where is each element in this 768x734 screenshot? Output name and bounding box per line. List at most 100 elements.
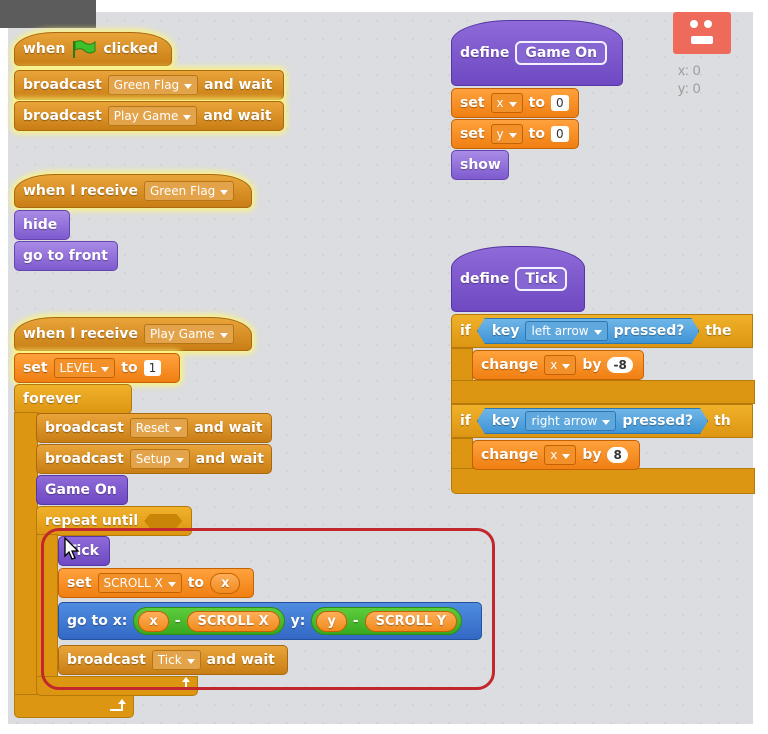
broadcast-and-wait-block[interactable]: broadcast Reset and wait: [36, 413, 272, 443]
forever-block[interactable]: forever: [14, 384, 132, 414]
key-dropdown[interactable]: left arrow: [525, 321, 607, 341]
message-dropdown[interactable]: Green Flag: [107, 75, 199, 95]
hide-label: hide: [23, 217, 58, 233]
variable-dropdown[interactable]: x: [544, 445, 577, 465]
set-label: set: [67, 575, 92, 591]
x-reporter[interactable]: x: [138, 610, 169, 632]
loop-arrow-icon: [110, 699, 126, 711]
x-reporter[interactable]: x: [210, 572, 241, 594]
to-label: to: [528, 126, 545, 142]
repeat-until-label: repeat until: [45, 513, 139, 529]
sprite-y-readout: y: 0: [678, 80, 701, 96]
variable-dropdown[interactable]: SCROLL X: [97, 573, 182, 593]
set-label: set: [23, 360, 48, 376]
change-variable-block[interactable]: change x by 8: [472, 440, 640, 470]
if-label: if: [460, 323, 471, 339]
then-label: th: [714, 413, 731, 429]
sprite-eye-icon: [704, 20, 712, 28]
key-pressed-sensor[interactable]: key left arrow pressed?: [477, 318, 699, 344]
change-label: change: [481, 447, 539, 463]
and-wait-label: and wait: [206, 652, 275, 668]
and-wait-label: and wait: [203, 108, 272, 124]
repeat-until-block[interactable]: repeat until: [36, 506, 192, 536]
message-dropdown[interactable]: Play Game: [143, 324, 234, 344]
when-i-receive-hat[interactable]: when I receive Play Game: [14, 317, 252, 351]
broadcast-label: broadcast: [23, 108, 102, 124]
value-input[interactable]: 0: [550, 95, 569, 111]
game-on-label: Game On: [45, 482, 117, 498]
variable-dropdown[interactable]: x: [490, 93, 523, 113]
y-reporter[interactable]: y: [316, 610, 347, 632]
message-dropdown[interactable]: Play Game: [107, 106, 198, 126]
value-input[interactable]: 0: [550, 126, 569, 142]
procedure-name: Game On: [515, 41, 608, 65]
key-dropdown[interactable]: right arrow: [525, 411, 616, 431]
scroll-y-reporter[interactable]: SCROLL Y: [364, 610, 458, 632]
go-to-xy-block[interactable]: go to x: x - SCROLL X y: y - SCROLL Y: [58, 602, 482, 640]
hide-block[interactable]: hide: [14, 210, 70, 240]
amount-input[interactable]: 8: [607, 447, 628, 463]
show-block[interactable]: show: [451, 150, 509, 180]
message-dropdown[interactable]: Tick: [151, 650, 201, 670]
highlight-box: [41, 528, 495, 690]
minus-label: -: [352, 613, 359, 629]
broadcast-label: broadcast: [23, 77, 102, 93]
if-arm: [451, 438, 473, 470]
and-wait-label: and wait: [194, 420, 263, 436]
variable-dropdown[interactable]: x: [544, 355, 577, 375]
define-block[interactable]: define Tick: [451, 246, 585, 312]
when-flag-clicked-hat[interactable]: when clicked: [14, 32, 172, 66]
define-label: define: [460, 271, 510, 287]
broadcast-and-wait-block[interactable]: broadcast Tick and wait: [58, 645, 288, 675]
variable-dropdown[interactable]: LEVEL: [53, 358, 116, 378]
if-block[interactable]: if key right arrow pressed? th: [451, 404, 753, 438]
scripts-area[interactable]: x: 0 y: 0 when clicked broadcast Green F…: [0, 0, 755, 724]
scroll-x-reporter[interactable]: SCROLL X: [186, 610, 280, 632]
game-on-call-block[interactable]: Game On: [36, 475, 128, 505]
show-label: show: [460, 157, 501, 173]
if-arm: [451, 348, 473, 382]
broadcast-and-wait-block[interactable]: broadcast Green Flag and wait: [14, 70, 284, 100]
video-overlay: [0, 0, 96, 28]
if-block[interactable]: if key left arrow pressed? the: [451, 314, 753, 348]
sprite-thumbnail[interactable]: [673, 12, 731, 54]
variable-dropdown[interactable]: y: [490, 124, 523, 144]
forever-arm: [14, 412, 38, 696]
amount-input[interactable]: -8: [607, 357, 633, 373]
to-label: to: [528, 95, 545, 111]
key-pressed-sensor[interactable]: key right arrow pressed?: [477, 408, 708, 434]
message-dropdown[interactable]: Green Flag: [143, 181, 235, 201]
set-variable-block[interactable]: set LEVEL to 1: [14, 353, 180, 383]
set-variable-block[interactable]: set SCROLL X to x: [58, 568, 254, 598]
subtract-operator[interactable]: y - SCROLL Y: [311, 607, 463, 635]
set-label: set: [460, 126, 485, 142]
change-variable-block[interactable]: change x by -8: [472, 350, 644, 380]
broadcast-and-wait-block[interactable]: broadcast Setup and wait: [36, 444, 272, 474]
broadcast-and-wait-block[interactable]: broadcast Play Game and wait: [14, 101, 284, 131]
by-label: by: [582, 447, 602, 463]
key-label: key: [491, 413, 520, 429]
clicked-label: clicked: [103, 41, 159, 57]
subtract-operator[interactable]: x - SCROLL X: [133, 607, 285, 635]
by-label: by: [582, 357, 602, 373]
empty-condition-slot[interactable]: [144, 514, 183, 528]
go-to-front-label: go to front: [23, 248, 108, 264]
go-to-front-block[interactable]: go to front: [14, 241, 118, 271]
message-dropdown[interactable]: Reset: [129, 418, 189, 438]
green-flag-icon: [73, 40, 96, 58]
if-label: if: [460, 413, 471, 429]
mouse-cursor-icon: [64, 537, 80, 560]
pressed-label: pressed?: [613, 323, 685, 339]
broadcast-label: broadcast: [67, 652, 146, 668]
message-dropdown[interactable]: Setup: [129, 449, 190, 469]
when-i-receive-hat[interactable]: when I receive Green Flag: [14, 174, 252, 208]
set-variable-block[interactable]: set y to 0: [451, 119, 579, 149]
and-wait-label: and wait: [195, 451, 264, 467]
broadcast-label: broadcast: [45, 451, 124, 467]
then-label: the: [705, 323, 732, 339]
value-input[interactable]: 1: [143, 360, 162, 376]
set-variable-block[interactable]: set x to 0: [451, 88, 579, 118]
go-to-x-label: go to x:: [67, 613, 128, 629]
define-block[interactable]: define Game On: [451, 20, 623, 86]
